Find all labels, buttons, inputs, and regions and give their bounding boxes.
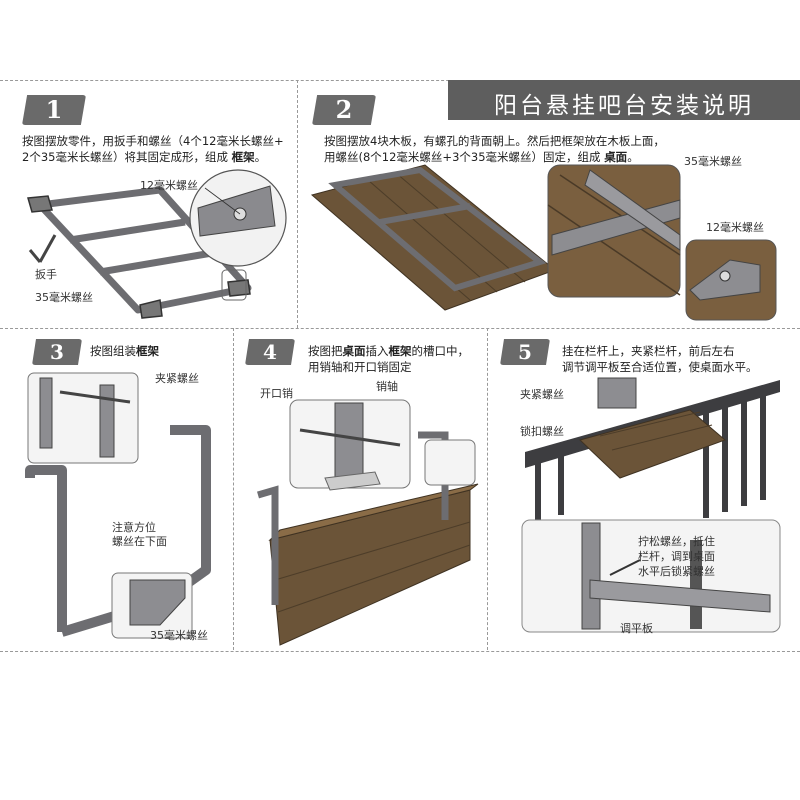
step-2-line2: 用螺丝(8个12毫米螺丝+3个35毫米螺丝）固定，组成 桌面。 [324,150,639,164]
step-4-line1: 按图把桌面插入框架的槽口中， [308,344,469,358]
step-4-label-pin: 销轴 [376,380,398,393]
step-5-label-lock: 锁扣螺丝 [520,425,564,438]
step-5-tip-line1: 拧松螺丝，抵住 [638,535,715,548]
step-1-label-screw12: 12毫米螺丝 [140,179,198,192]
step-2-line1: 按图摆放4块木板，有螺孔的背面朝上。然后把框架放在木板上面， [324,134,665,148]
step-5-label-plate: 调平板 [620,622,653,635]
step-1-label-wrench: 扳手 [35,268,57,281]
step-5-tip-line2: 栏杆，调到桌面 [638,550,715,563]
step-2-label-screw12: 12毫米螺丝 [706,221,764,234]
step-2-badge: 2 [312,95,376,125]
divider-v3 [487,328,488,650]
step-4-badge: 4 [245,339,295,365]
step-3-label-screw35: 35毫米螺丝 [150,629,208,642]
divider-h [0,328,800,329]
step-4-label-cotter: 开口销 [260,387,293,400]
step-3-label-note1: 注意方位 [112,521,156,534]
step-3-label-clamp: 夹紧螺丝 [155,372,199,385]
divider-v1 [297,80,298,328]
step-1-line1: 按图摆放零件，用扳手和螺丝（4个12毫米长螺丝+ [22,134,284,148]
step-1-badge: 1 [22,95,86,125]
step-4-line2: 用销轴和开口销固定 [308,360,412,374]
step-5-label-clamp: 夹紧螺丝 [520,388,564,401]
divider-v2 [233,328,234,650]
step-5-line2: 调节调平板至合适位置，使桌面水平。 [562,360,758,374]
step-3-label-note2: 螺丝在下面 [112,535,167,548]
page-title: 阳台悬挂吧台安装说明 [494,93,754,119]
step-1-label-screw35: 35毫米螺丝 [35,291,93,304]
instruction-frame [0,80,800,652]
step-1-line2: 2个35毫米长螺丝）将其固定成形，组成 框架。 [22,150,267,164]
step-5-line1: 挂在栏杆上，夹紧栏杆，前后左右 [562,344,735,358]
step-2-label-screw35: 35毫米螺丝 [684,155,742,168]
step-3-badge: 3 [32,339,82,365]
step-3-line1: 按图组装框架 [90,344,159,358]
title-bar: 阳台悬挂吧台安装说明 [448,80,800,120]
step-5-badge: 5 [500,339,550,365]
step-5-tip-line3: 水平后锁紧螺丝 [638,565,715,578]
